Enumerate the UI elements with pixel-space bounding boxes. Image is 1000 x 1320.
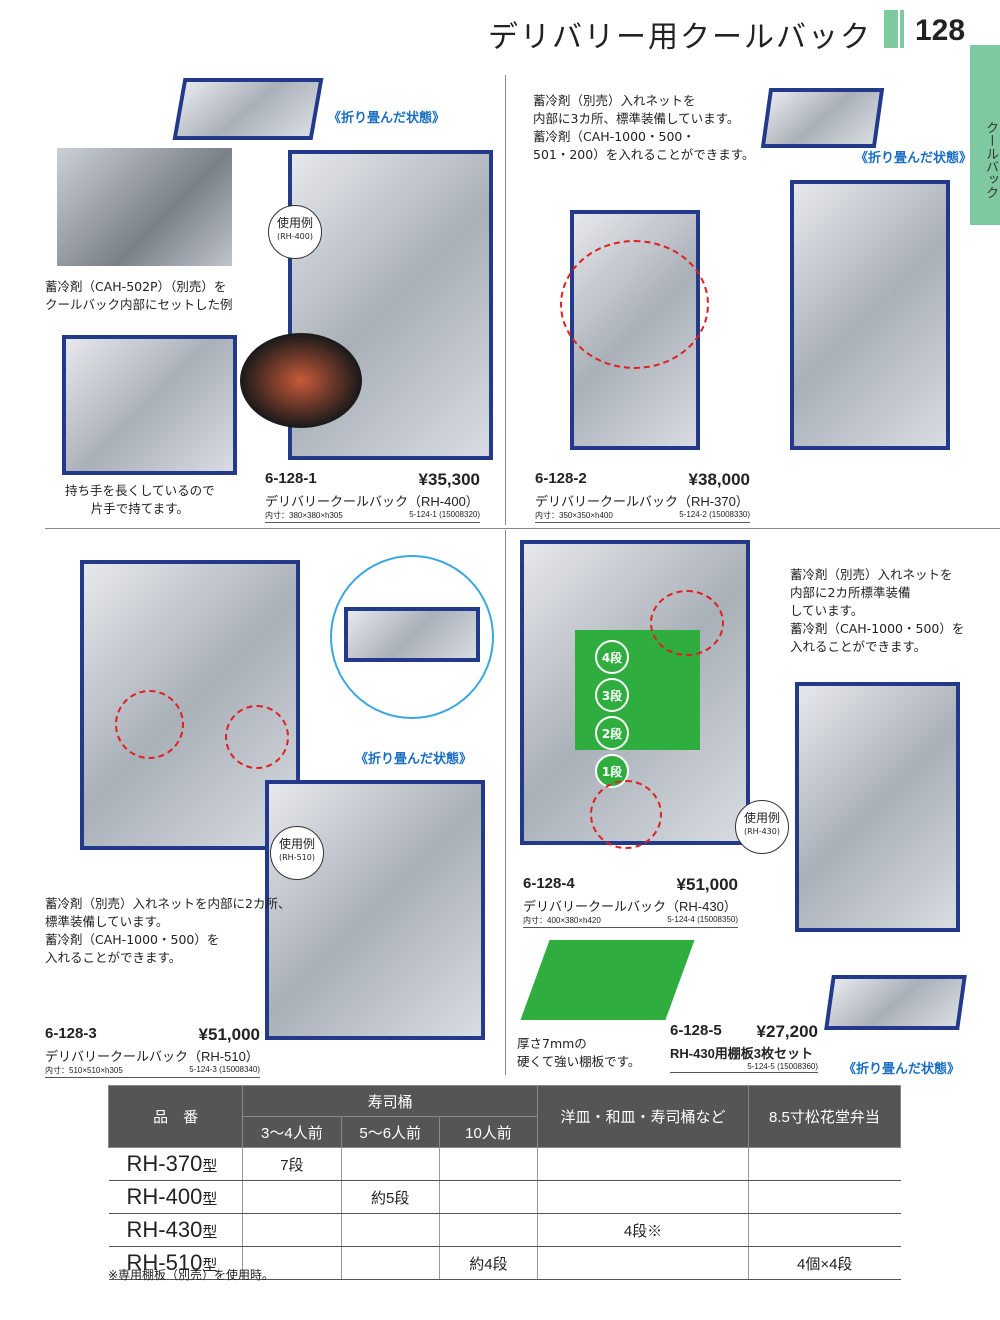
header-plates: 洋皿・和皿・寿司桶など bbox=[537, 1085, 749, 1148]
folded-circle bbox=[330, 555, 494, 719]
bag-closed-image bbox=[62, 335, 237, 475]
folded-bag-image bbox=[172, 78, 324, 140]
capacity-table: 品 番 寿司桶 洋皿・和皿・寿司桶など 8.5寸松花堂弁当 3〜4人前 5〜6人… bbox=[107, 1085, 902, 1280]
folded-label: 《折り畳んだ状態》 bbox=[843, 1062, 961, 1077]
step-2: 2段 bbox=[595, 716, 629, 750]
accent-bar bbox=[884, 10, 898, 48]
note: 持ち手を長くしているので片手で持てます。 bbox=[65, 483, 215, 516]
folded-bag-image bbox=[824, 975, 967, 1030]
folded-bag-image bbox=[344, 607, 480, 662]
note: 蓄冷剤（別売）入れネットを内部に3カ所、標準装備しています。蓄冷剤（CAH-10… bbox=[533, 93, 755, 162]
table-footnote: ※専用棚板（別売）を使用時。 bbox=[108, 1268, 275, 1282]
folded-label: 《折り畳んだ状態》 bbox=[855, 151, 973, 166]
step-3: 3段 bbox=[595, 678, 629, 712]
net-highlight bbox=[225, 705, 289, 769]
net-highlight bbox=[590, 780, 662, 849]
shelf-board-image bbox=[520, 940, 695, 1020]
product-info-6-128-3: 6-128-3¥51,000 デリバリークールバック（RH-510） 内寸：51… bbox=[45, 1025, 260, 1078]
header-s1: 3〜4人前 bbox=[242, 1116, 342, 1148]
usage-badge: 使用例(RH-400) bbox=[268, 205, 322, 259]
bag-rh370-image bbox=[790, 180, 950, 450]
sushi-plate-image bbox=[240, 333, 362, 428]
net-highlight bbox=[560, 240, 709, 369]
net-highlight bbox=[650, 590, 724, 656]
note: 蓄冷剤（別売）入れネットを内部に2カ所標準装備しています。蓄冷剤（CAH-100… bbox=[790, 567, 965, 654]
accent-bar bbox=[900, 10, 904, 48]
usage-badge: 使用例(RH-510) bbox=[270, 826, 324, 880]
folded-bag-image bbox=[760, 88, 885, 148]
step-4: 4段 bbox=[595, 640, 629, 674]
header-bento: 8.5寸松花堂弁当 bbox=[747, 1085, 902, 1148]
header-sushi: 寿司桶 bbox=[242, 1085, 539, 1117]
interior-photo bbox=[57, 148, 232, 266]
product-info-6-128-5: 6-128-5¥27,200 RH-430用棚板3枚セット 5-124-5 (1… bbox=[670, 1022, 818, 1073]
bag-rh430-usage-image bbox=[795, 682, 960, 932]
folded-label: 《折り畳んだ状態》 bbox=[328, 111, 446, 126]
header-s3: 10人前 bbox=[438, 1116, 539, 1148]
header-model: 品 番 bbox=[107, 1085, 244, 1148]
note: 蓄冷剤（CAH-502P）（別売）をクールバック内部にセットした例 bbox=[45, 279, 233, 312]
product-info-6-128-2: 6-128-2¥38,000 デリバリークールバック（RH-370） 内寸：35… bbox=[535, 470, 750, 523]
table-row: RH-400型約5段 bbox=[108, 1180, 901, 1214]
folded-label: 《折り畳んだ状態》 bbox=[355, 752, 473, 767]
side-tab[interactable]: クールバック bbox=[970, 45, 1000, 225]
page-number: 128 bbox=[915, 14, 966, 47]
note: 蓄冷剤（別売）入れネットを内部に2カ所、標準装備しています。蓄冷剤（CAH-10… bbox=[45, 896, 291, 965]
product-info-6-128-4: 6-128-4¥51,000 デリバリークールバック（RH-430） 内寸：40… bbox=[523, 875, 738, 928]
divider bbox=[505, 530, 506, 1075]
usage-badge: 使用例(RH-430) bbox=[735, 800, 789, 854]
note: 厚さ7mmの硬くて強い棚板です。 bbox=[517, 1036, 641, 1069]
product-info-6-128-1: 6-128-1¥35,300 デリバリークールバック（RH-400） 内寸：38… bbox=[265, 470, 480, 523]
net-highlight bbox=[115, 690, 184, 759]
divider bbox=[505, 75, 506, 525]
bag-rh510-image bbox=[265, 780, 485, 1040]
page-title: デリバリー用クールバック bbox=[488, 20, 872, 55]
header-s2: 5〜6人前 bbox=[340, 1116, 440, 1148]
step-labels: 4段 3段 2段 1段 bbox=[595, 640, 629, 788]
divider bbox=[45, 528, 1000, 529]
